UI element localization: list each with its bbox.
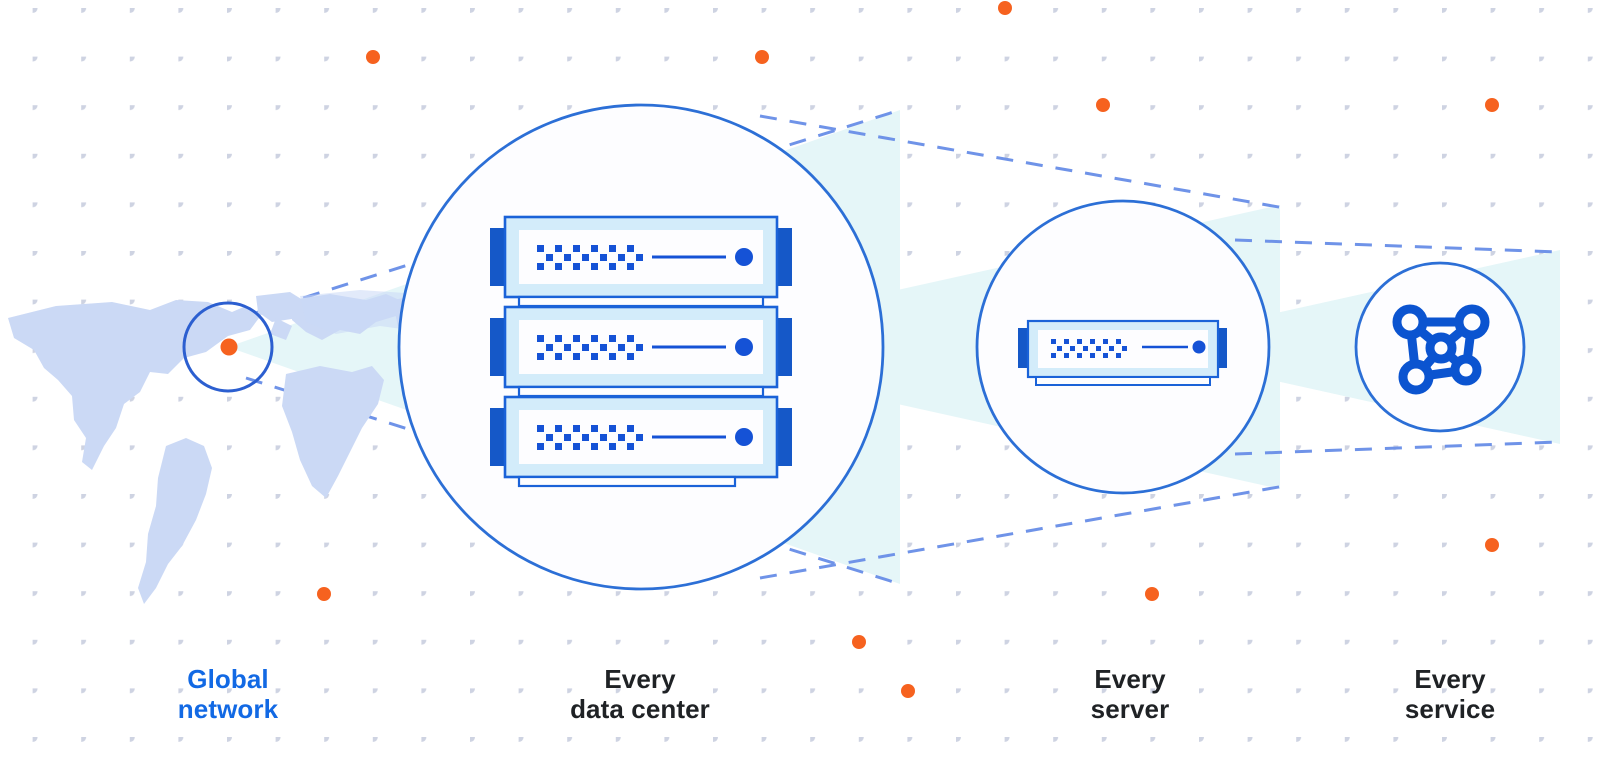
accent-dot [1485,98,1499,112]
accent-dot [1096,98,1110,112]
server-vent-grid [537,425,643,450]
dashed-line-bot-right [1234,440,1561,456]
graph-node-top-left [1392,304,1428,340]
server-rack-icon [490,215,792,488]
server-status-dot [735,338,753,356]
accent-dot [901,684,915,698]
server-base [1035,376,1211,386]
single-server-icon [1018,319,1227,386]
accent-dot [755,50,769,64]
server-vent-grid [537,335,643,360]
dashed-line-top-right [1234,238,1561,254]
server-unit-2 [490,305,792,389]
rack-connector-2 [517,385,765,398]
accent-dot [852,635,866,649]
accent-dot [1145,587,1159,601]
server-status-dot [1192,340,1206,354]
server-status-dot [735,248,753,266]
server-unit-1 [490,215,792,299]
graph-node-bottom-left [1398,359,1434,395]
server-status-dot [735,428,753,446]
accent-dot [317,587,331,601]
global-network-highlight-circle [182,301,274,393]
server-vent-grid [1051,339,1127,358]
graph-node-bottom-right [1450,354,1482,386]
accent-dot [998,1,1012,15]
rack-base [517,475,737,488]
rack-connector-1 [517,295,765,308]
network-graph-nodes [1392,304,1490,395]
accent-dot-group [317,1,1499,698]
global-network-location-dot [220,338,238,356]
graph-node-top-right [1454,304,1490,340]
accent-dot [1485,538,1499,552]
server-vent-grid [537,245,643,270]
server-unit-3 [490,395,792,479]
graph-node-center [1425,332,1457,364]
accent-dot [366,50,380,64]
